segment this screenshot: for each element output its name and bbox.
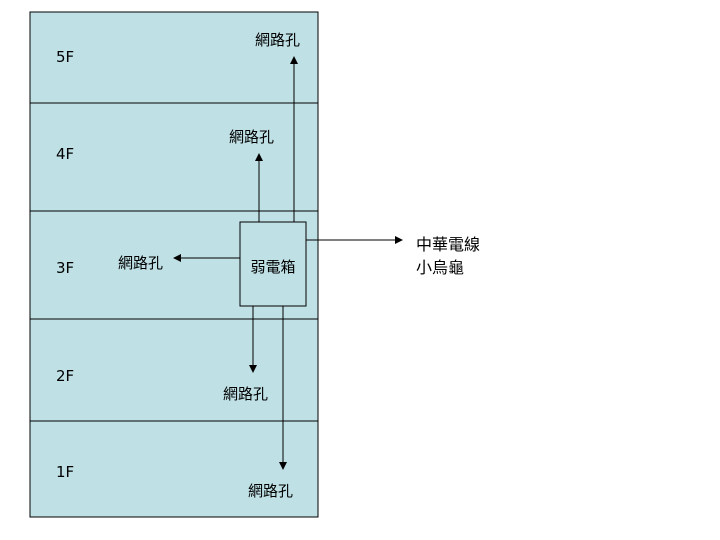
floor-label-4f: 4F — [56, 145, 74, 163]
weak-current-box — [239, 221, 307, 307]
external-label-line-2: 小烏龜 — [416, 258, 464, 277]
external-label-line-1: 中華電線 — [416, 235, 480, 254]
floor-label-5f: 5F — [56, 48, 74, 66]
outlet-label-1f: 網路孔 — [248, 482, 293, 500]
outlet-label-3f: 網路孔 — [118, 254, 163, 272]
floor-4-block — [29, 102, 319, 212]
outlet-label-2f: 網路孔 — [223, 385, 268, 403]
floor-label-1f: 1F — [56, 463, 74, 481]
outlet-label-5f: 網路孔 — [255, 31, 300, 49]
floor-label-2f: 2F — [56, 367, 74, 385]
floor-2-block — [29, 318, 319, 422]
floor-1-block — [29, 420, 319, 518]
weak-current-box-label: 弱電箱 — [250, 258, 295, 276]
outlet-label-4f: 網路孔 — [229, 128, 274, 146]
floor-5-block — [29, 11, 319, 104]
floor-label-3f: 3F — [56, 259, 74, 277]
